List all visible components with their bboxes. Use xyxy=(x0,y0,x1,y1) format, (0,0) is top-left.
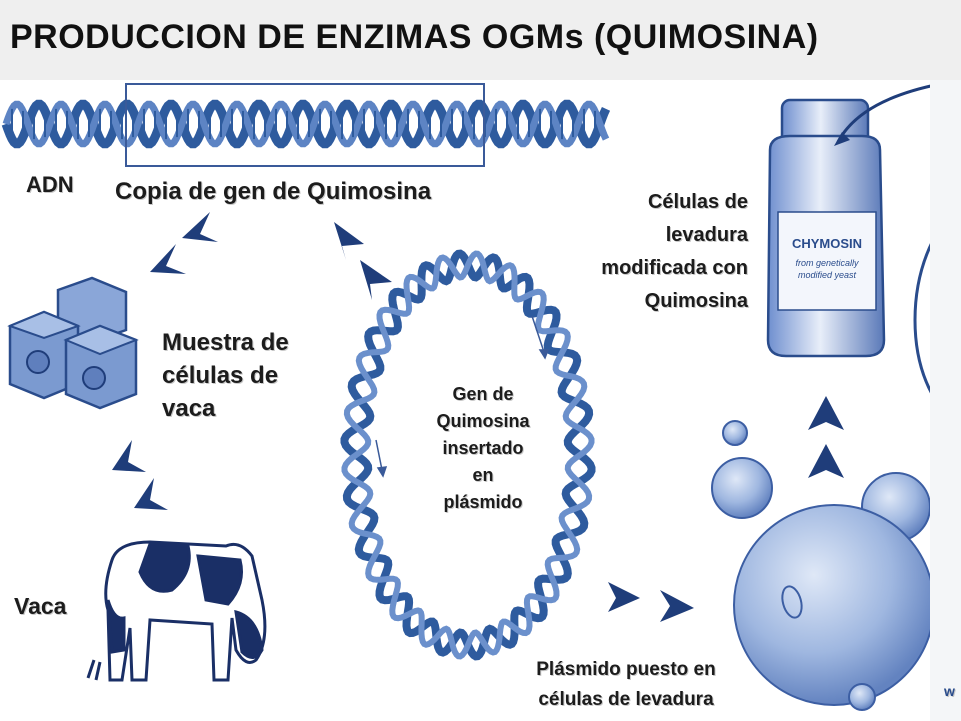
right-panel-edge xyxy=(930,80,961,721)
insert-arrows xyxy=(375,315,550,478)
insert-line3: insertado xyxy=(442,438,524,458)
page-title: PRODUCCION DE ENZIMAS OGMs (QUIMOSINA) xyxy=(10,18,819,56)
label-gene-copy: Copia de gen de Quimosina xyxy=(115,178,432,205)
dna-helix xyxy=(1,99,611,149)
insert-line5: plásmido xyxy=(443,492,523,512)
plasmid-ring xyxy=(340,249,596,661)
yeast-mod-line2: levadura xyxy=(665,224,748,246)
label-plasmid-put: Plásmido puesto en células de levadura xyxy=(516,655,736,715)
yeast-mod-line4: Quimosina xyxy=(644,290,748,312)
cow-icon xyxy=(86,540,267,682)
label-yeast-mod: Células de levadura modificada con Quimo… xyxy=(548,186,748,318)
bottle-brand: CHYMOSIN xyxy=(792,236,862,251)
callout-line xyxy=(836,82,941,143)
insert-line1: Gen de xyxy=(452,384,514,404)
corner-fragment: w xyxy=(944,683,955,699)
yeast-mod-line3: modificada con xyxy=(601,257,748,279)
insert-line2: Quimosina xyxy=(436,411,530,431)
label-cow-sample: Muestra de células de vaca xyxy=(162,326,289,425)
insert-line4: en xyxy=(472,465,494,485)
label-adn: ADN xyxy=(26,172,74,197)
plasmid-put-line2: células de levadura xyxy=(538,689,714,710)
gene-highlight-box xyxy=(125,83,485,167)
cow-sample-line3: vaca xyxy=(162,395,216,422)
chymosin-bottle-icon: CHYMOSIN from genetically modified yeast xyxy=(766,98,886,358)
label-insert: Gen de Quimosina insertado en plásmido xyxy=(418,381,548,516)
title-bar xyxy=(0,0,961,80)
cow-sample-line2: células de xyxy=(162,362,279,389)
bottle-line1: from genetically xyxy=(795,258,859,268)
flow-arrows xyxy=(112,212,844,622)
yeast-cells-icon xyxy=(711,420,935,711)
yeast-mod-line1: Células de xyxy=(647,191,748,213)
bottle-line2: modified yeast xyxy=(798,270,857,280)
plasmid-put-line1: Plásmido puesto en xyxy=(536,659,716,680)
cow-cells-icon xyxy=(7,276,139,410)
label-cow: Vaca xyxy=(14,593,67,619)
cow-sample-line1: Muestra de xyxy=(162,329,289,356)
